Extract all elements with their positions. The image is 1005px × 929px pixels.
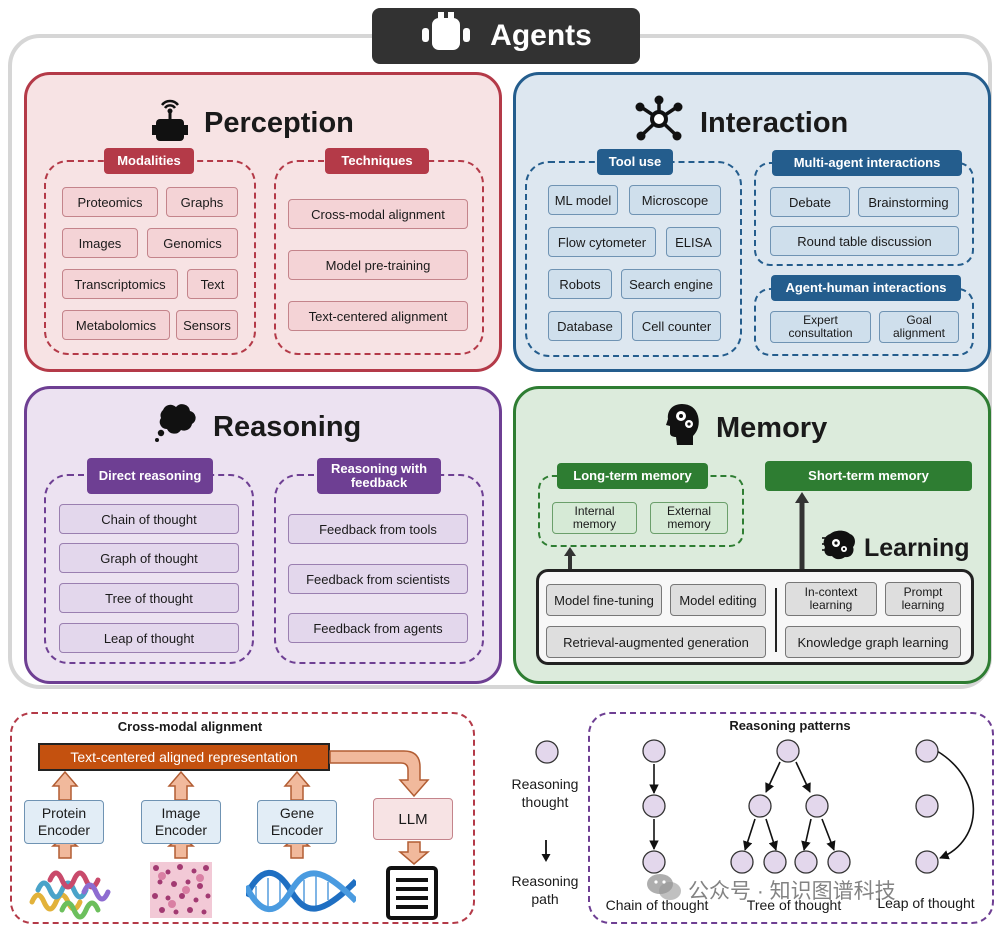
direct-reasoning-chip: Leap of thought (59, 623, 239, 653)
header-title: Agents (490, 19, 592, 52)
feedback-chip: Feedback from agents (288, 613, 468, 643)
learning-box: Model fine-tuning Model editing Retrieva… (536, 569, 974, 665)
learning-chip: Model editing (670, 584, 766, 616)
tool-chip: Search engine (621, 269, 721, 299)
interaction-panel: Interaction Tool use ML model Microscope… (513, 72, 991, 372)
tool-chip: Cell counter (632, 311, 721, 341)
pattern-label-leap: Leap of thought (877, 895, 975, 911)
cross-modal-panel (10, 712, 475, 924)
modality-chip: Images (62, 228, 138, 258)
robot-icon (420, 12, 472, 60)
brain-gears-icon (821, 530, 856, 567)
long-term-memory-chip: External memory (650, 502, 728, 534)
learning-title-row: Learning (821, 530, 970, 567)
learning-chip: Model fine-tuning (546, 584, 662, 616)
watermark-text: 公众号 · 知识图谱科技 (688, 880, 896, 903)
modality-chip: Genomics (147, 228, 238, 258)
learning-title: Learning (864, 534, 970, 562)
direct-reasoning-label: Direct reasoning (87, 458, 213, 494)
head-gears-icon (666, 402, 700, 454)
technique-chip: Cross-modal alignment (288, 199, 468, 229)
perception-title-row: Perception (152, 95, 354, 151)
technique-chip: Model pre-training (288, 250, 468, 280)
modality-chip: Metabolomics (62, 310, 170, 340)
modality-chip: Graphs (166, 187, 238, 217)
wechat-icon (646, 872, 682, 908)
legend-thought-label: Reasoning thought (511, 776, 579, 810)
modality-chip: Sensors (176, 310, 238, 340)
direct-reasoning-chip: Graph of thought (59, 543, 239, 573)
interaction-title: Interaction (700, 106, 849, 139)
perception-panel: Perception Modalities Proteomics Graphs … (24, 72, 502, 372)
protein-structure-image (24, 862, 124, 925)
agent-human-chip: Goal alignment (879, 311, 959, 343)
reasoning-patterns-panel (588, 712, 994, 924)
learning-divider (775, 588, 777, 652)
perception-title: Perception (204, 106, 354, 139)
gene-encoder: Gene Encoder (257, 800, 337, 844)
long-term-memory-chip: Internal memory (552, 502, 637, 534)
tool-chip: Flow cytometer (548, 227, 656, 257)
direct-reasoning-chip: Chain of thought (59, 504, 239, 534)
legend-path-label: Reasoning path (511, 873, 579, 907)
learning-chip: In-context learning (785, 582, 877, 616)
memory-title: Memory (716, 411, 828, 444)
feedback-reasoning-label: Reasoning with feedback (317, 458, 441, 494)
feedback-chip: Feedback from tools (288, 514, 468, 544)
short-term-memory-label: Short-term memory (765, 461, 972, 491)
llm-box: LLM (373, 798, 453, 840)
watermark: 公众号 · 知识图谱科技 (646, 872, 896, 908)
agent-human-chip: Expert consultation (770, 311, 871, 343)
learning-chip: Knowledge graph learning (785, 626, 961, 658)
multi-agent-chip: Brainstorming (858, 187, 959, 217)
learning-chip: Prompt learning (885, 582, 961, 616)
tool-chip: Database (548, 311, 622, 341)
reasoning-title-row: Reasoning (153, 402, 361, 452)
protein-encoder: Protein Encoder (24, 800, 104, 844)
long-term-memory-label: Long-term memory (557, 463, 708, 489)
modality-chip: Proteomics (62, 187, 158, 217)
interaction-title-row: Interaction (634, 95, 848, 151)
sensor-icon (152, 95, 188, 151)
agents-header: Agents (372, 8, 640, 64)
legend-thought-node (506, 737, 586, 772)
multi-agent-chip: Round table discussion (770, 226, 959, 256)
direct-reasoning-chip: Tree of thought (59, 583, 239, 613)
arrow-to-short-term (795, 492, 809, 577)
aligned-representation-bar: Text-centered aligned representation (38, 743, 330, 771)
tool-chip: Robots (548, 269, 612, 299)
memory-panel: Memory Long-term memory Internal memory … (513, 386, 991, 684)
reasoning-panel: Reasoning Direct reasoning Chain of thou… (24, 386, 502, 684)
technique-chip: Text-centered alignment (288, 301, 468, 331)
tool-chip: ELISA (666, 227, 721, 257)
image-encoder: Image Encoder (141, 800, 221, 844)
memory-title-row: Memory (666, 402, 827, 454)
pattern-label-tree: Tree of thought (746, 897, 842, 913)
tool-chip: Microscope (629, 185, 721, 215)
tool-chip: ML model (548, 185, 618, 215)
modality-chip: Transcriptomics (62, 269, 178, 299)
legend-path-arrow (540, 838, 552, 869)
modality-chip: Text (187, 269, 238, 299)
thought-bubble-icon (153, 402, 197, 452)
multi-agent-chip: Debate (770, 187, 850, 217)
modalities-label: Modalities (104, 148, 194, 174)
arrow-to-long-term (564, 547, 576, 578)
learning-chip: Retrieval-augmented generation (546, 626, 766, 658)
techniques-label: Techniques (325, 148, 429, 174)
multi-agent-label: Multi-agent interactions (772, 150, 962, 176)
agent-human-label: Agent-human interactions (771, 275, 961, 301)
dna-helix-image (243, 866, 359, 921)
pattern-label-chain: Chain of thought (605, 897, 709, 913)
cross-modal-title: Cross-modal alignment (117, 719, 263, 734)
document-icon (386, 866, 438, 925)
feedback-chip: Feedback from scientists (288, 564, 468, 594)
tool-use-label: Tool use (597, 149, 673, 175)
network-icon (634, 95, 684, 151)
reasoning-patterns-title: Reasoning patterns (729, 718, 851, 733)
reasoning-title: Reasoning (213, 410, 362, 443)
tissue-image (150, 862, 212, 918)
